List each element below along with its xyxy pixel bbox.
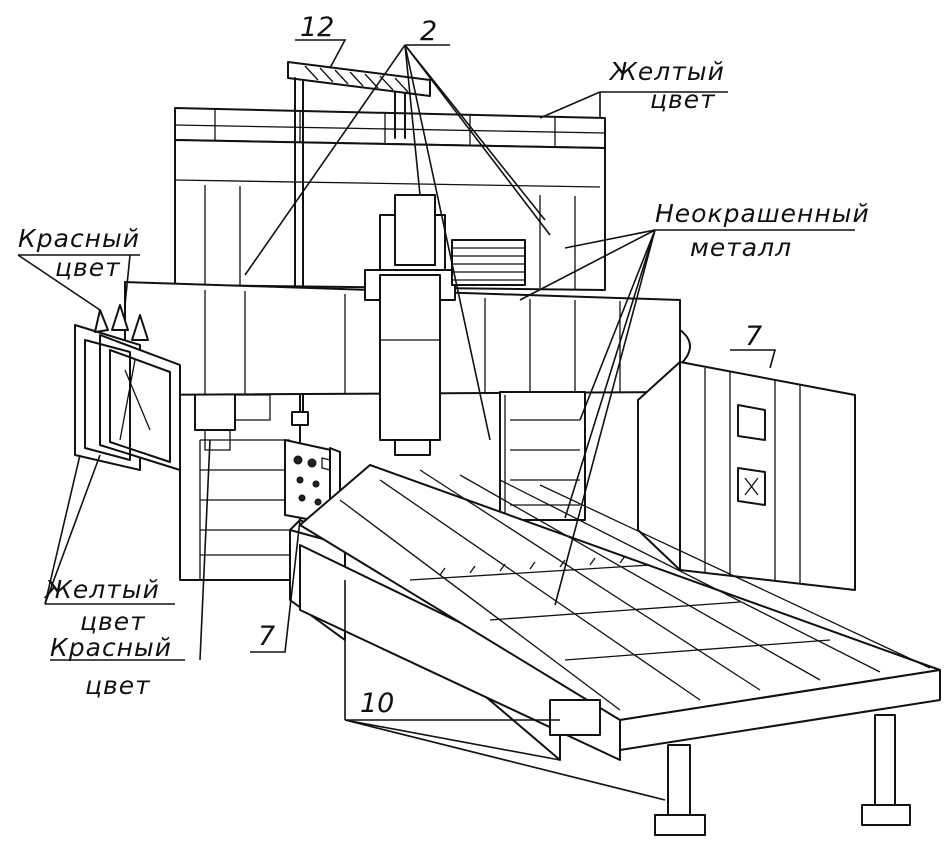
label-yellow-bottom-line2: цвет	[80, 607, 146, 636]
label-12: 12	[300, 12, 334, 43]
spindle-head	[364, 194, 526, 456]
right-column	[499, 391, 586, 521]
label-unpainted-line1: Неокрашенный	[655, 199, 870, 228]
left-pendant-panel	[74, 304, 181, 471]
label-unpainted-line2: металл	[690, 233, 792, 262]
label-red-bottom-line1: Красный	[50, 633, 172, 662]
label-7-bottom: 7	[258, 621, 275, 652]
label-red-left-line2: цвет	[55, 253, 121, 282]
leader-lines	[17, 39, 855, 801]
label-yellow-bottom-line1: Желтый	[43, 575, 160, 604]
label-2: 2	[420, 16, 437, 47]
table-legs	[654, 714, 911, 836]
label-red-left-line1: Красный	[18, 224, 140, 253]
machine-table	[289, 464, 941, 761]
label-red-bottom-line2: цвет	[85, 671, 151, 700]
label-yellow-top-line1: Желтый	[608, 57, 725, 86]
label-7-right: 7	[745, 321, 762, 352]
label-yellow-top-line2: цвет	[650, 85, 716, 114]
electrical-cabinet	[637, 361, 856, 591]
label-10: 10	[360, 688, 394, 719]
text-labels: 12 2 Желтый цвет Неокрашенный металл Кра…	[18, 12, 870, 719]
